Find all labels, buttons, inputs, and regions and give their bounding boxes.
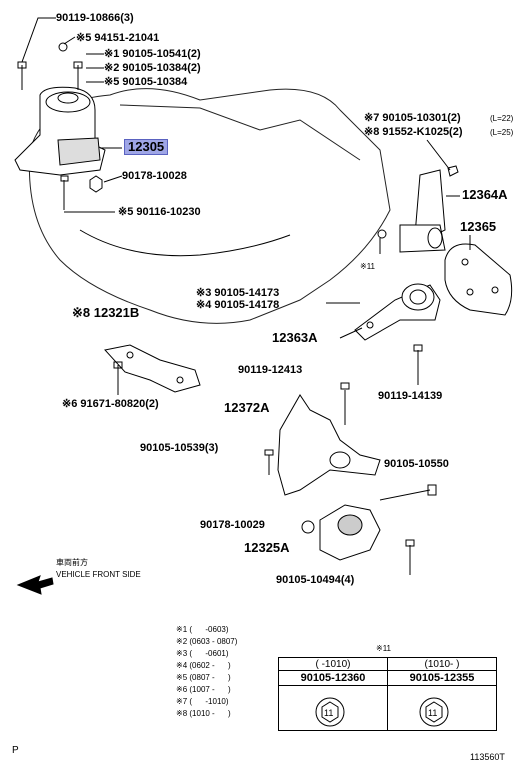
bracket-12365	[444, 243, 513, 316]
label-90105-10384-5: ※5 90105-10384	[104, 76, 188, 88]
label-90105-14173: ※3 90105-14173	[196, 287, 280, 299]
label-94151-21041: ※5 94151-21041	[76, 32, 160, 44]
note-6: ※6 (1007 - )	[176, 685, 231, 694]
label-12321b: ※8 12321B	[72, 305, 140, 320]
note-l25: (L=25)	[490, 128, 514, 137]
label-12372a: 12372A	[224, 400, 270, 415]
label-12305[interactable]: 12305	[124, 139, 169, 155]
label-x11: ※11	[360, 262, 376, 271]
label-90105-10550: 90105-10550	[384, 458, 449, 470]
table-col2-icon-cell	[387, 685, 497, 731]
front-label-en: VEHICLE FRONT SIDE	[56, 570, 141, 579]
label-12363a: 12363A	[272, 330, 318, 345]
front-label-jp: 車両前方	[56, 558, 88, 567]
label-90178-10028: 90178-10028	[122, 170, 187, 182]
note-l22: (L=22)	[490, 114, 514, 123]
applicability-notes: ※1 ( -0603) ※2 (0603 - 0807) ※3 ( -0601)…	[176, 624, 237, 720]
label-90119-10866: 90119-10866(3)	[56, 12, 134, 24]
note-1: ※1 ( -0603)	[176, 625, 229, 634]
label-90105-10384-2: ※2 90105-10384(2)	[104, 62, 201, 74]
footer-left: P	[12, 745, 19, 756]
table-col1-icon-cell	[278, 685, 388, 731]
label-91671-80820: ※6 91671-80820(2)	[62, 398, 159, 410]
label-90105-14178: ※4 90105-14178	[196, 299, 280, 311]
mount-12325a	[319, 504, 381, 561]
note-4: ※4 (0602 - )	[176, 661, 231, 670]
label-90105-10301: ※7 90105-10301(2)	[364, 112, 461, 124]
label-90105-10541: ※1 90105-10541(2)	[104, 48, 201, 60]
label-90178-10029: 90178-10029	[200, 519, 265, 531]
note-7: ※7 ( -1010)	[176, 697, 229, 706]
table-col2-part: 90105-12355	[387, 670, 497, 686]
label-90119-12413: 90119-12413	[238, 364, 303, 376]
label-90105-10539: 90105-10539(3)	[140, 442, 219, 454]
label-12325a: 12325A	[244, 540, 290, 555]
table-col1-part: 90105-12360	[278, 670, 388, 686]
engine-mount-12305	[14, 86, 106, 176]
engine-outline	[28, 88, 391, 324]
table-col2-range: (1010- )	[387, 657, 497, 671]
note-8: ※8 (1010 - )	[176, 709, 231, 718]
vehicle-front-arrow	[16, 575, 54, 595]
torque-rod-12363a	[354, 283, 441, 341]
label-90116-10230: ※5 90116-10230	[118, 206, 201, 218]
table-title: ※11	[376, 644, 392, 653]
note-2: ※2 (0603 - 0807)	[176, 637, 238, 646]
label-90119-14139: 90119-14139	[378, 390, 443, 402]
bracket-12321b	[104, 344, 201, 393]
table-col1-range: ( -1010)	[278, 657, 388, 671]
label-12365: 12365	[460, 219, 497, 234]
label-91552-k1025: ※8 91552-K1025(2)	[364, 126, 463, 138]
footer-right: 113560T	[470, 752, 505, 762]
bracket-12372a	[277, 394, 381, 496]
x11-variant-table: ( -1010) (1010- ) 90105-12360 90105-1235…	[278, 657, 497, 731]
bracket-12364a	[399, 169, 446, 253]
note-5: ※5 (0807 - )	[176, 673, 231, 682]
label-90105-10494: 90105-10494(4)	[276, 574, 355, 586]
note-3: ※3 ( -0601)	[176, 649, 229, 658]
label-12364a: 12364A	[462, 187, 508, 202]
